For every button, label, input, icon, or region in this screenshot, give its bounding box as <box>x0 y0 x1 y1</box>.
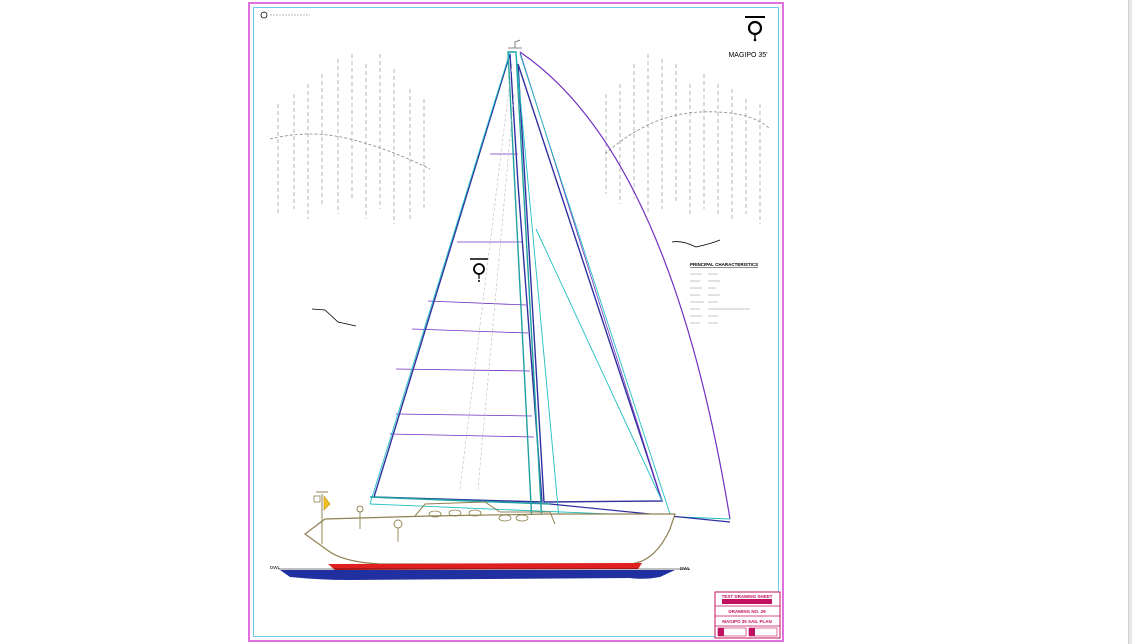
seagull-icon <box>311 308 357 327</box>
sail-plan-drawing: MAGIPO 35' <box>260 11 781 639</box>
drawing-sheet: MAGIPO 35' <box>248 2 784 642</box>
crew-figures <box>356 505 403 542</box>
title-block-line2: DRAWING NO. 29 <box>728 609 766 614</box>
seagull-icon <box>671 239 721 248</box>
mainsail-logo-icon <box>470 258 488 282</box>
portholes <box>428 509 529 522</box>
bottom-paint <box>328 563 642 570</box>
flag-icon <box>323 495 331 511</box>
viewer-scrollbar[interactable] <box>1128 0 1132 644</box>
sheet-inner-border <box>253 7 779 637</box>
wind-indicator-icon <box>508 39 522 49</box>
mainsail <box>373 53 543 503</box>
cloud-line-left <box>269 133 431 170</box>
weather-lines-right <box>605 54 761 224</box>
brand-logo-icon <box>745 16 765 42</box>
boom <box>369 496 551 505</box>
vessel-name-label: MAGIPO 35' <box>728 52 767 59</box>
title-block-line1: TEST DRAWING SHEET <box>722 594 773 599</box>
cloud-line-right <box>604 111 771 155</box>
jib-sail <box>517 63 663 503</box>
waterline-label-right: DWL <box>680 566 690 571</box>
title-block-line3: MAGIPO 35 SAIL PLAN <box>722 619 771 624</box>
sail-plan <box>278 39 731 580</box>
weather-lines-left <box>277 54 425 224</box>
title-block-bar <box>722 599 772 604</box>
waterline-label-left: DWL <box>270 565 280 570</box>
water-line <box>280 570 675 580</box>
spinnaker-sail <box>519 51 731 520</box>
header-logo-icon <box>260 11 310 19</box>
characteristics-table <box>690 273 750 324</box>
cabin-top <box>414 501 556 525</box>
hull <box>303 513 676 565</box>
characteristics-title: PRINCIPAL CHARACTERISTICS <box>690 262 758 267</box>
